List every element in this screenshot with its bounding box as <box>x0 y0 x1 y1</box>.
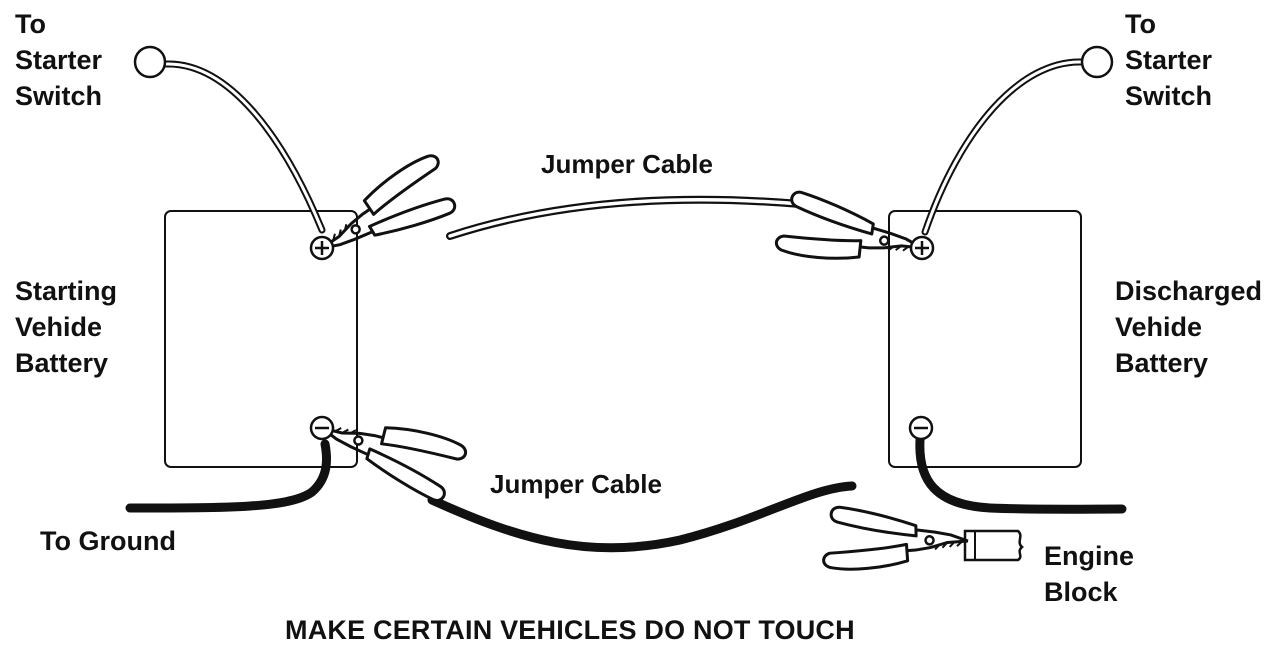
minus-terminal-icon <box>309 415 335 441</box>
starter-wire-right <box>921 58 1086 236</box>
jumper-cable-bottom <box>427 481 857 553</box>
starter-terminal-left <box>133 45 167 79</box>
jumper-cable-top <box>446 195 804 240</box>
label-starter-switch-right: To Starter Switch <box>1125 6 1212 114</box>
label-line: Vehide <box>1115 312 1203 342</box>
label-line: Switch <box>1125 81 1213 111</box>
label-line: Starting <box>15 276 118 306</box>
label-jumper-cable-bottom: Jumper Cable <box>490 469 662 499</box>
label-starting-battery: Starting Vehide Battery <box>15 273 117 381</box>
label-line: To <box>1125 9 1156 39</box>
starting-battery-box <box>164 210 358 468</box>
ground-wire-right <box>915 435 1127 514</box>
engine-block-stub <box>963 529 1024 562</box>
starter-terminal-right <box>1080 45 1114 79</box>
label-jumper-cable-top: Jumper Cable <box>541 149 713 179</box>
plus-terminal-icon <box>309 235 335 261</box>
label-line: Battery <box>1115 348 1209 378</box>
label-line: Discharged <box>1115 276 1263 306</box>
label-line: Starter <box>1125 45 1213 75</box>
label-discharged-battery: Discharged Vehide Battery <box>1115 273 1262 381</box>
label-starter-switch-left: To Starter Switch <box>15 6 102 114</box>
label-line: Starter <box>15 45 103 75</box>
footer-warning: MAKE CERTAIN VEHICLES DO NOT TOUCH <box>285 615 855 645</box>
ground-wire-left <box>125 439 331 513</box>
discharged-battery-box <box>888 210 1082 468</box>
label-line: Switch <box>15 81 103 111</box>
label-line: Vehide <box>15 312 103 342</box>
label-to-ground: To Ground <box>40 526 176 556</box>
label-engine-block: Engine Block <box>1044 538 1134 610</box>
starter-wire-left <box>162 60 326 234</box>
plus-terminal-icon <box>909 235 935 261</box>
label-line: To <box>15 9 46 39</box>
label-line: Engine <box>1044 541 1135 571</box>
label-line: Battery <box>15 348 109 378</box>
label-line: Block <box>1044 577 1118 607</box>
clamp-engine-block <box>820 504 972 592</box>
minus-terminal-icon <box>908 415 934 441</box>
